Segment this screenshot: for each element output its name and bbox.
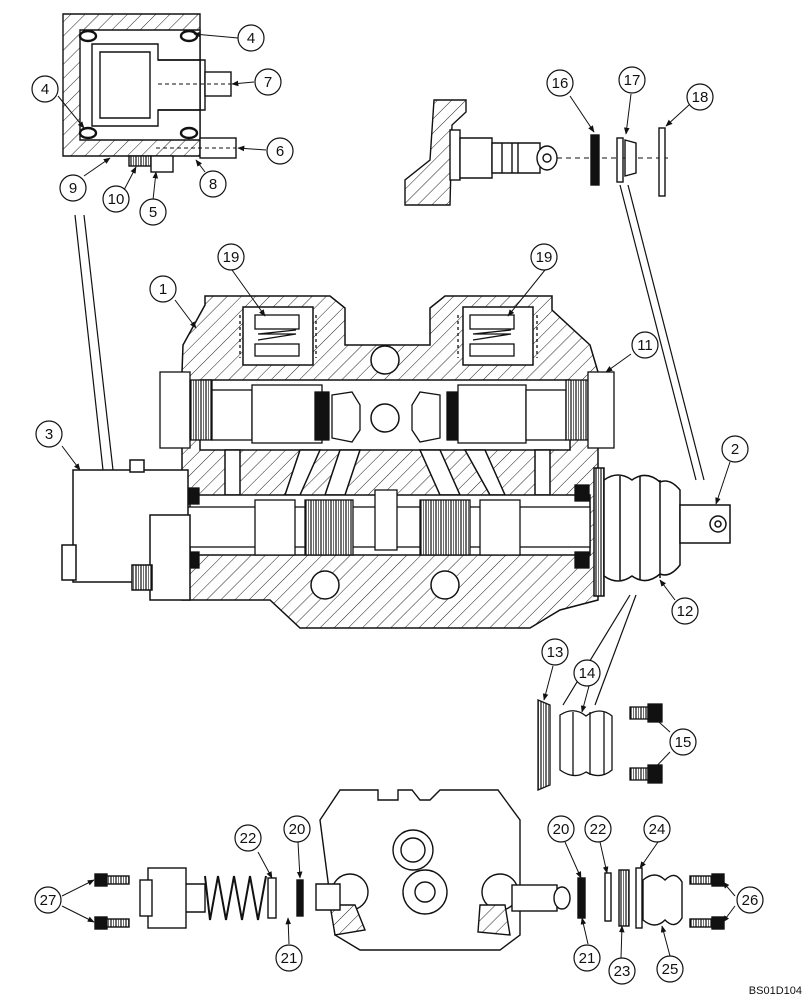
callout-3: 3 (35, 420, 63, 448)
callout-19b-label: 19 (536, 249, 553, 266)
callout-14: 14 (573, 659, 601, 687)
callout-24-label: 24 (649, 821, 666, 838)
callout-4a: 4 (237, 24, 265, 52)
callout-20b-label: 20 (553, 821, 570, 838)
callout-20a: 20 (283, 815, 311, 843)
callout-1: 1 (149, 275, 177, 303)
callout-17-label: 17 (624, 72, 641, 89)
callout-24: 24 (643, 815, 671, 843)
callout-16: 16 (546, 69, 574, 97)
main-valve-body (159, 295, 615, 629)
callout-4b: 4 (31, 75, 59, 103)
callout-21a-label: 21 (281, 950, 298, 967)
spool-end-detail (404, 99, 668, 206)
callout-15-label: 15 (675, 734, 692, 751)
callout-12: 12 (671, 597, 699, 625)
callout-11: 11 (631, 331, 659, 359)
callout-7-label: 7 (264, 74, 272, 91)
callout-14-label: 14 (579, 665, 596, 682)
callout-6-label: 6 (276, 143, 284, 160)
callout-7: 7 (254, 68, 282, 96)
callout-19a: 19 (217, 243, 245, 271)
leader-lines (57, 31, 736, 959)
callout-8: 8 (199, 170, 227, 198)
callout-17: 17 (618, 66, 646, 94)
callout-22a-label: 22 (240, 830, 257, 847)
callout-15: 15 (669, 728, 697, 756)
callout-18-label: 18 (692, 89, 709, 106)
callout-3-label: 3 (45, 426, 53, 443)
callout-25-label: 25 (662, 961, 679, 978)
callout-22b-label: 22 (590, 821, 607, 838)
callout-13: 13 (541, 638, 569, 666)
callout-2-label: 2 (731, 441, 739, 458)
callout-6: 6 (266, 137, 294, 165)
end-cap-housing (61, 459, 191, 601)
callout-26: 26 (736, 886, 764, 914)
callout-27: 27 (34, 886, 62, 914)
callout-20a-label: 20 (289, 821, 306, 838)
explode-lines (74, 184, 705, 706)
callout-13-label: 13 (547, 644, 564, 661)
boot-kit-parts (537, 699, 663, 791)
callout-21b-label: 21 (579, 950, 596, 967)
callout-20b: 20 (547, 815, 575, 843)
callout-18: 18 (686, 83, 714, 111)
callout-4b-label: 4 (41, 81, 49, 98)
callout-10-label: 10 (108, 191, 125, 208)
drawing-code: BS01D104 (749, 985, 802, 997)
callout-16-label: 16 (552, 75, 569, 92)
callout-26-label: 26 (742, 892, 759, 909)
relief-valve-detail (94, 789, 725, 951)
callout-4a-label: 4 (247, 30, 255, 47)
cap-assembly-detail (62, 13, 237, 173)
callout-11-label: 11 (637, 337, 653, 354)
callout-21a: 21 (275, 944, 303, 972)
callout-19b: 19 (530, 243, 558, 271)
spool-boot-assembly (593, 467, 731, 597)
callout-9: 9 (59, 174, 87, 202)
callout-25: 25 (656, 955, 684, 983)
callout-8-label: 8 (209, 176, 217, 193)
callout-2: 2 (721, 435, 749, 463)
callout-1-label: 1 (159, 281, 167, 298)
callout-19a-label: 19 (223, 249, 240, 266)
callouts: 1 2 3 4 4 5 6 7 8 9 10 11 12 13 14 15 16… (31, 24, 764, 985)
callout-5: 5 (139, 198, 167, 226)
callout-21b: 21 (573, 944, 601, 972)
callout-27-label: 27 (40, 892, 57, 909)
callout-12-label: 12 (677, 603, 694, 620)
callout-23: 23 (608, 957, 636, 985)
callout-23-label: 23 (614, 963, 631, 980)
callout-22b: 22 (584, 815, 612, 843)
callout-9-label: 9 (69, 180, 77, 197)
callout-10: 10 (102, 185, 130, 213)
callout-22a: 22 (234, 824, 262, 852)
callout-5-label: 5 (149, 204, 157, 221)
